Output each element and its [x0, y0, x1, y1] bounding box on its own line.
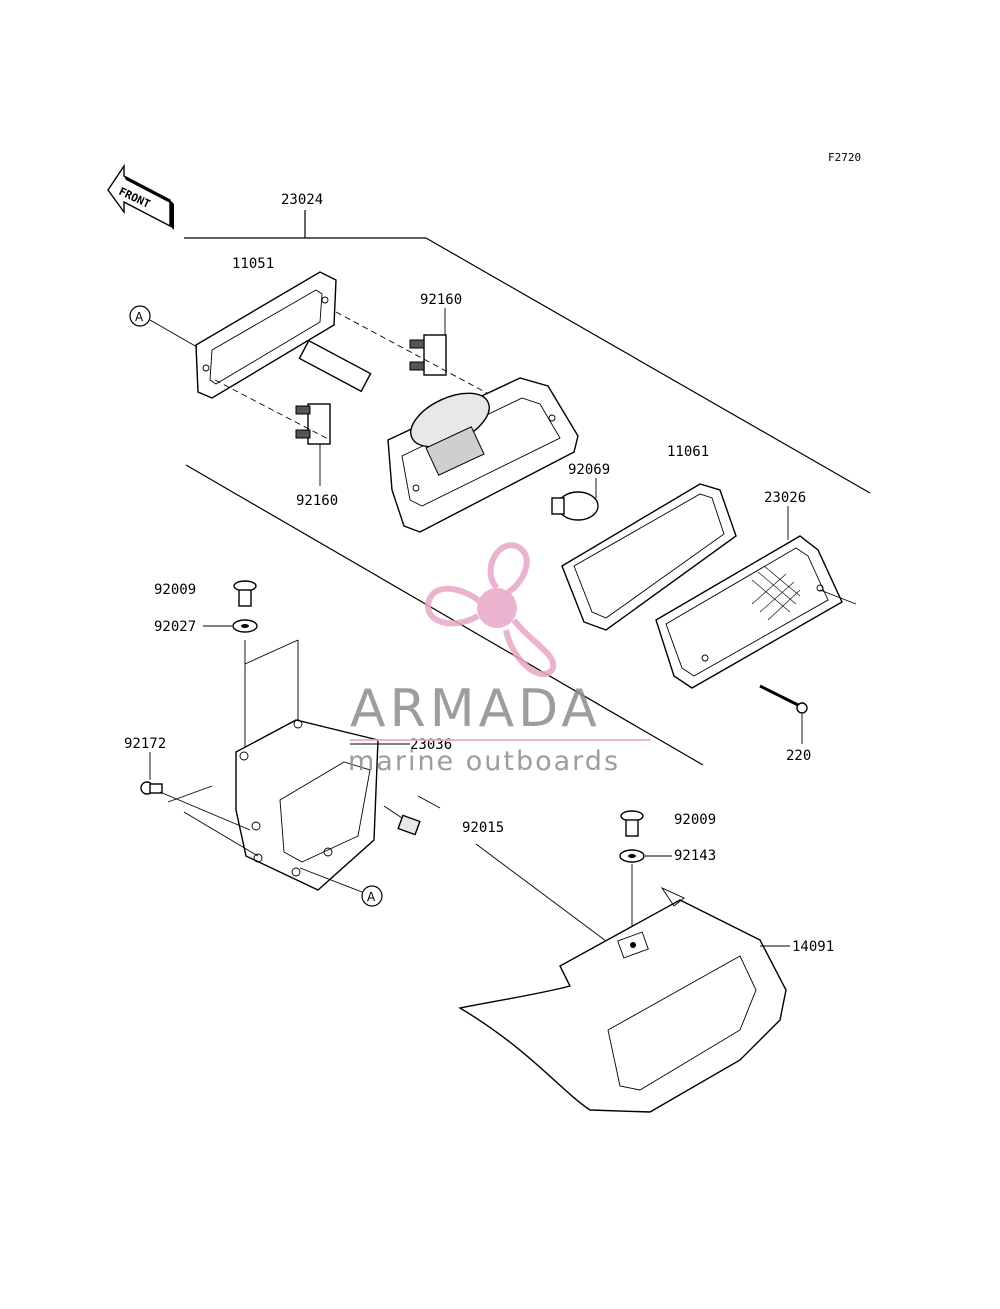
part-92027-washer [232, 619, 258, 633]
label-11051: 11051 [232, 256, 274, 272]
callout-a-lower: A [299, 867, 383, 907]
label-92015: 92015 [462, 820, 504, 836]
svg-text:A: A [135, 310, 144, 324]
label-92027: 92027 [154, 619, 196, 635]
label-23024: 23024 [281, 192, 323, 208]
part-23026-lens [655, 535, 843, 689]
part-92160-socket-top [409, 334, 447, 376]
part-220-screw [759, 684, 808, 714]
label-92069: 92069 [568, 462, 610, 478]
part-23036-bracket [235, 639, 379, 891]
armada-watermark: ARMADA marine outboards [348, 542, 650, 777]
label-23026: 23026 [764, 490, 806, 506]
lamp-housing [387, 377, 579, 533]
part-11051-plate [195, 271, 337, 399]
label-11061: 11061 [667, 444, 709, 460]
label-92009-right: 92009 [674, 812, 716, 828]
front-direction-arrow: FRONT [107, 163, 174, 230]
assembly-bracket-23024 [184, 210, 871, 766]
label-92160-top: 92160 [420, 292, 462, 308]
callout-a-upper: A [129, 305, 198, 348]
part-92172-bolt [140, 781, 259, 857]
label-92172: 92172 [124, 736, 166, 752]
figure-code: F2720 [828, 151, 861, 164]
part-92009-bolt-left [233, 580, 257, 607]
part-92160-socket-bottom [295, 403, 331, 445]
label-220: 220 [786, 748, 811, 764]
part-92143-washer [619, 849, 645, 863]
propeller-logo-icon [425, 542, 557, 678]
part-14091-cover [458, 886, 787, 1113]
nut-clip [383, 805, 421, 836]
bulb-holder [214, 311, 501, 441]
part-11061-gasket [561, 483, 737, 631]
label-14091: 14091 [792, 939, 834, 955]
label-92009-left: 92009 [154, 582, 196, 598]
watermark-tagline: marine outboards [348, 746, 620, 777]
part-92069-bulb [551, 491, 599, 521]
svg-text:A: A [367, 890, 376, 904]
label-92143: 92143 [674, 848, 716, 864]
watermark-brand: ARMADA [350, 679, 601, 739]
part-92009-bolt-right [620, 810, 644, 837]
label-92160-bottom: 92160 [296, 493, 338, 509]
